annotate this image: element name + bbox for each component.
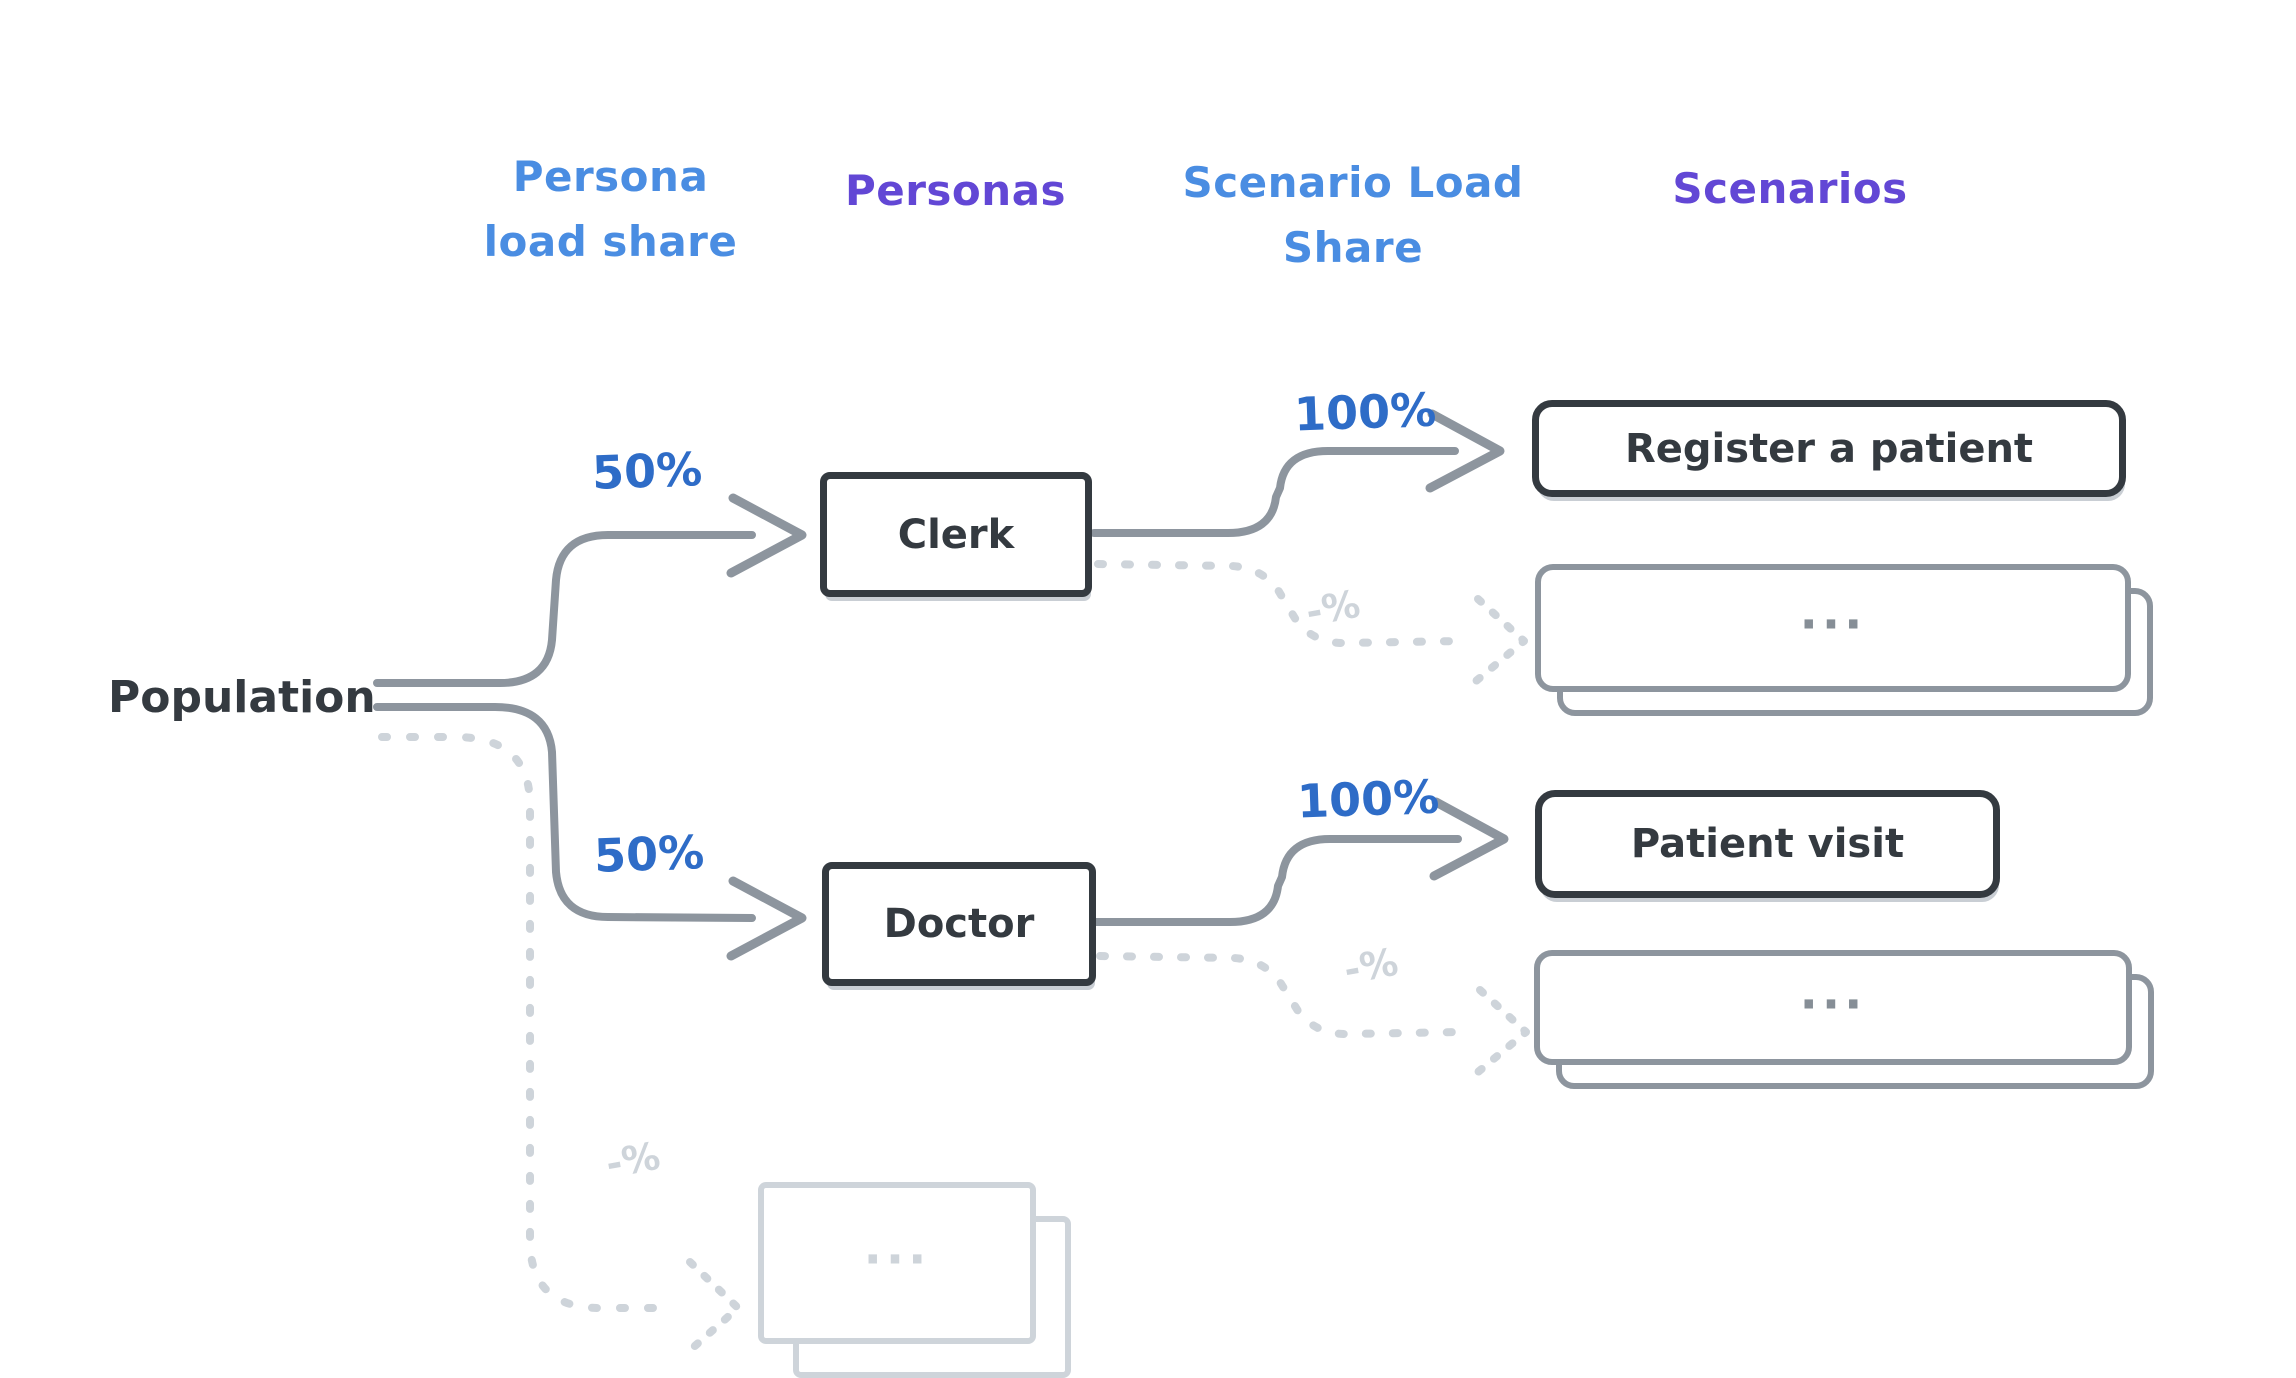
arrowhead [726, 493, 807, 578]
edge-population-doctor [373, 703, 807, 961]
header-line: Persona [512, 152, 709, 201]
scenario-node-label: Register a patient [1624, 425, 2034, 472]
clerk-other-scenarios-stack: ... [1535, 564, 2155, 718]
arrowhead [1474, 986, 1530, 1076]
other-personas-stack: ... [758, 1182, 1078, 1378]
scenario-node-label: Patient visit [1630, 821, 1905, 867]
header-line: Share [1282, 223, 1424, 273]
column-header-scenarios: Scenarios [1655, 156, 1925, 221]
arrowhead [1425, 409, 1505, 493]
stack-front-card: ... [1534, 950, 2132, 1065]
scenario-node-register-a-patient: Register a patient [1532, 400, 2126, 497]
arrowhead [1429, 797, 1509, 881]
stack-front-card: ... [758, 1182, 1036, 1344]
doctor-other-scenarios-stack: ... [1534, 950, 2154, 1092]
edge-doctor-other [1096, 952, 1530, 1076]
ellipsis-label: ... [1799, 584, 1867, 641]
header-line: load share [483, 217, 738, 267]
edge-doctor-patient-visit [1092, 797, 1509, 926]
header-line: Personas [844, 166, 1067, 215]
doctor-other-share-label: -% [1340, 939, 1402, 993]
column-header-persona-load-share: Persona load share [448, 144, 773, 274]
population-other-share-label: -% [602, 1133, 664, 1187]
persona-node-clerk: Clerk [820, 472, 1092, 597]
arrowhead [726, 876, 807, 961]
patient-visit-load-share-label: 100% [1296, 769, 1441, 829]
doctor-load-share-label: 50% [593, 825, 706, 883]
persona-node-label: Clerk [897, 511, 1015, 558]
edge-clerk-other [1094, 560, 1528, 685]
clerk-load-share-label: 50% [591, 442, 704, 500]
edge-population-clerk [373, 493, 807, 687]
arrowhead [1472, 595, 1528, 685]
edge-clerk-register [1090, 409, 1505, 537]
ellipsis-label: ... [1799, 963, 1867, 1020]
persona-node-doctor: Doctor [822, 862, 1096, 986]
header-line: Scenario Load [1182, 158, 1524, 207]
arrowhead [684, 1258, 742, 1356]
column-header-personas: Personas [828, 158, 1083, 223]
stack-front-card: ... [1535, 564, 2131, 692]
clerk-other-share-label: -% [1302, 581, 1364, 635]
ellipsis-label: ... [863, 1219, 931, 1276]
column-header-scenario-load-share: Scenario Load Share [1168, 150, 1538, 280]
population-label: Population [108, 672, 376, 723]
persona-node-label: Doctor [883, 901, 1035, 947]
edge-population-other [378, 733, 742, 1356]
scenario-node-patient-visit: Patient visit [1535, 790, 2000, 898]
register-load-share-label: 100% [1293, 382, 1438, 442]
header-line: Scenarios [1672, 164, 1908, 213]
